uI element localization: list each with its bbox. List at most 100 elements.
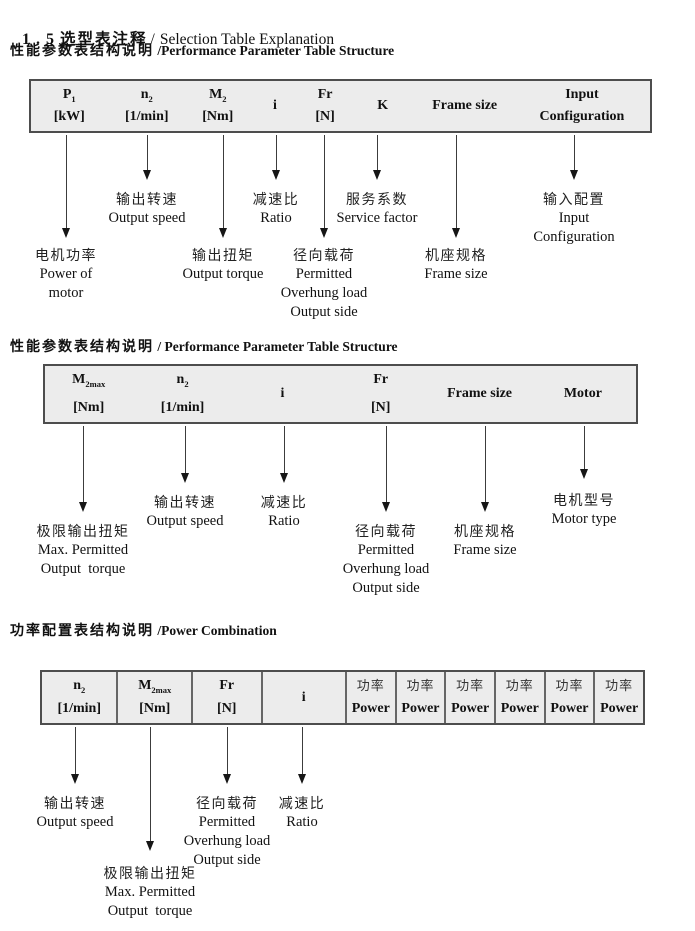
- cell-symbol: n2: [140, 87, 153, 104]
- table-cell: Fr[N]: [190, 672, 261, 723]
- cell-label-chinese: 功率: [605, 678, 634, 693]
- cell-label-chinese: 功率: [456, 678, 485, 693]
- table-cell: Frame size: [416, 81, 514, 131]
- symbol-subscript: 2max: [151, 684, 172, 695]
- arrow-down-icon: [70, 774, 79, 784]
- symbol-text: n: [140, 87, 149, 102]
- cell-symbol: K: [377, 98, 388, 114]
- section-heading: 性能参数表结构说明 / Performance Parameter Table …: [10, 336, 398, 356]
- title-number: 1 . 5: [22, 31, 55, 48]
- annotation-line: 输出扭矩: [191, 247, 254, 263]
- cell-symbol: Frame size: [432, 98, 497, 114]
- symbol-subscript: 2: [184, 378, 189, 389]
- arrow-down-icon: [271, 170, 280, 180]
- table-cell: i: [260, 672, 345, 723]
- arrow-line: [323, 135, 325, 228]
- symbol-text: M: [209, 87, 223, 102]
- annotation-line: Output speed: [146, 513, 224, 529]
- cell-unit: Configuration: [539, 109, 625, 125]
- annotation-line: 机座规格: [425, 247, 487, 263]
- annotation-label: 输出扭矩 Output torque: [183, 246, 264, 284]
- arrow-down-icon: [569, 170, 578, 180]
- annotation-line: 电机型号: [553, 492, 615, 508]
- table-cell: K: [350, 81, 416, 131]
- annotation-line: 输入配置: [542, 191, 605, 207]
- cell-label-chinese: 功率: [356, 678, 385, 693]
- table-cell: i: [250, 81, 301, 131]
- annotation-line: 减速比: [260, 494, 308, 510]
- table-cell: i: [233, 366, 332, 422]
- section-heading-english: /Performance Parameter Table Structure: [154, 43, 395, 58]
- annotation-line: Output side: [290, 304, 358, 320]
- annotation-line: 极限输出扭矩: [36, 523, 130, 539]
- annotation-line: 输出转速: [115, 191, 178, 207]
- table-cell: Fr[N]: [332, 366, 429, 422]
- symbol-text: i: [301, 689, 306, 705]
- symbol-subscript: 2max: [85, 378, 106, 389]
- section-heading-english: / Performance Parameter Table Structure: [154, 339, 398, 354]
- annotation-line: 电机功率: [35, 247, 97, 263]
- section-heading-chinese: 功率配置表结构说明: [10, 622, 154, 638]
- annotation-line: 径向载荷: [354, 523, 417, 539]
- annotation-line: Frame size: [453, 542, 517, 558]
- arrow-down-icon: [180, 473, 189, 483]
- arrow-down-icon: [145, 841, 154, 851]
- annotation-line: Output torque: [182, 266, 264, 282]
- annotation-line: Output side: [193, 852, 261, 868]
- annotation-line: Configuration: [533, 229, 615, 245]
- arrow-line: [82, 426, 84, 502]
- annotation-line: motor: [48, 285, 84, 301]
- cell-unit: [1/min]: [124, 109, 169, 125]
- annotation-line: 服务系数: [345, 191, 408, 207]
- annotation-line: Ratio: [286, 814, 318, 830]
- symbol-text: M: [138, 678, 152, 693]
- annotation-line: 径向载荷: [195, 795, 258, 811]
- annotation-line: 减速比: [252, 191, 300, 207]
- section-heading-english: /Power Combination: [154, 623, 277, 638]
- arrow-down-icon: [451, 228, 460, 238]
- annotation-line: Output side: [352, 580, 420, 596]
- symbol-text: Fr: [373, 372, 389, 387]
- arrow-down-icon: [579, 469, 588, 479]
- arrow-down-icon: [142, 170, 151, 180]
- symbol-text: n: [176, 372, 185, 387]
- cell-label-english: Power: [451, 701, 490, 717]
- symbol-text: Motor: [563, 386, 602, 402]
- annotation-line: Permitted: [357, 542, 415, 558]
- table-cell: M2 [Nm]: [186, 81, 250, 131]
- cell-symbol: i: [273, 98, 277, 114]
- cell-symbol: M2max: [138, 678, 172, 695]
- cell-unit: [Nm]: [139, 701, 171, 717]
- arrow-line: [226, 727, 228, 774]
- symbol-text: Frame size: [447, 386, 513, 402]
- title-chinese: 选型表注释: [60, 31, 148, 48]
- annotation-line: 径向载荷: [292, 247, 355, 263]
- cell-symbol: M2max: [72, 372, 106, 389]
- cell-unit: [Nm]: [202, 109, 234, 125]
- table-cell: M2max[Nm]: [45, 366, 132, 422]
- cell-symbol: M2: [209, 87, 226, 104]
- cell-symbol: P1: [63, 87, 76, 104]
- cell-label-english: Power: [401, 701, 440, 717]
- arrow-down-icon: [319, 228, 328, 238]
- annotation-line: Output torque: [107, 903, 193, 919]
- arrow-line: [484, 426, 486, 502]
- arrow-line: [74, 727, 76, 774]
- arrow-down-icon: [372, 170, 381, 180]
- table-cell: P1[kW]: [31, 81, 108, 131]
- cell-symbol: n2: [176, 372, 189, 389]
- arrow-line: [283, 426, 285, 473]
- annotation-line: Input: [558, 210, 590, 226]
